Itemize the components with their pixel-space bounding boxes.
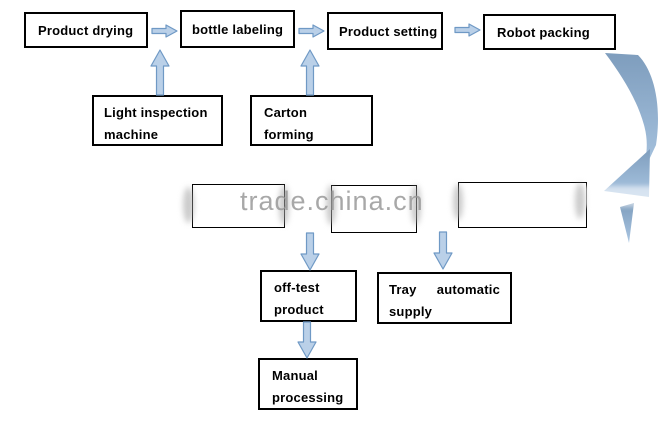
node-off-test-line1: off-test [274,280,320,295]
right-arrow-icon-2 [298,24,325,38]
node-tray-line1: Tray automatic [389,279,500,301]
node-product-setting-label: Product setting [339,23,438,39]
up-arrow-icon-2 [300,49,320,96]
down-arrow-icon-2 [433,231,453,270]
right-arrow-icon-1 [151,24,178,38]
node-tray-line2: supply [389,304,433,319]
node-manual-line2: processing [272,390,344,405]
node-carton-forming: Carton forming [250,95,373,146]
node-tray-word1: Tray [389,282,417,297]
watermark-smudge [326,185,336,225]
watermark-fade-band [562,186,666,207]
node-product-drying-label: Product drying [38,22,134,38]
down-arrow-icon-1 [300,232,320,271]
watermark-smudge [279,185,289,225]
node-tray-word2: automatic [436,282,500,297]
node-product-drying: Product drying [24,12,148,48]
right-arrow-icon-3 [454,23,481,37]
down-arrow-icon-3 [297,321,317,359]
watermark-smudge [453,184,463,220]
node-light-inspection-line2: machine [104,127,159,142]
node-robot-packing-label: Robot packing [497,24,590,40]
node-light-inspection-machine: Light inspection machine [92,95,223,146]
node-light-inspection-line1: Light inspection [104,105,208,120]
watermark-text: trade.china.cn [240,186,424,216]
node-manual-processing: Manual processing [258,358,358,410]
node-tray-automatic-supply: Tray automatic supply [377,272,512,324]
node-off-test-product: off-test product [260,270,357,322]
node-carton-forming-label: Carton forming [264,105,314,142]
node-product-setting: Product setting [327,12,443,50]
watermark-smudge [575,183,585,219]
watermark-smudge [411,185,421,225]
up-arrow-icon-1 [150,49,170,96]
node-robot-packing: Robot packing [483,14,616,50]
watermark-smudge [183,187,194,223]
node-off-test-line2: product [274,302,324,317]
node-bottle-labeling-label: bottle labeling [192,21,284,37]
node-manual-line1: Manual [272,368,318,383]
node-bottle-labeling: bottle labeling [180,10,295,48]
curved-arrow-icon [560,45,666,245]
